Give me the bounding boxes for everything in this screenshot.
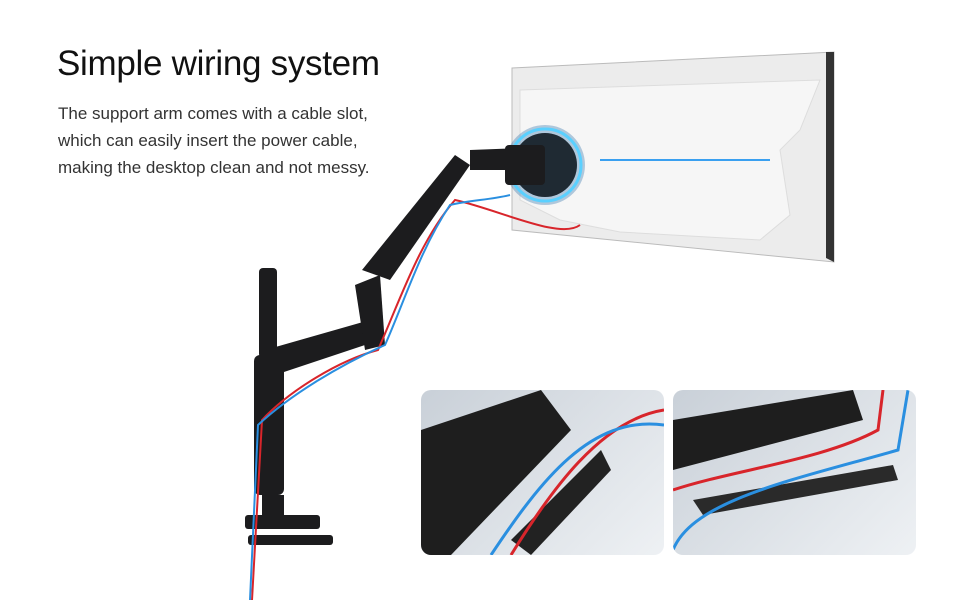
- blue-cable: [249, 194, 511, 600]
- description-line: making the desktop clean and not messy.: [58, 158, 370, 177]
- page-title: Simple wiring system: [57, 44, 380, 83]
- monitor: [505, 51, 835, 263]
- description-line: The support arm comes with a cable slot,: [58, 104, 368, 123]
- arm: [245, 145, 545, 545]
- description-line: which can easily insert the power cable,: [58, 131, 358, 150]
- cable-slot-detail-1: [421, 390, 664, 555]
- description: The support arm comes with a cable slot,…: [58, 100, 418, 181]
- red-cable: [251, 198, 581, 600]
- cable-slot-detail-2: [673, 390, 916, 555]
